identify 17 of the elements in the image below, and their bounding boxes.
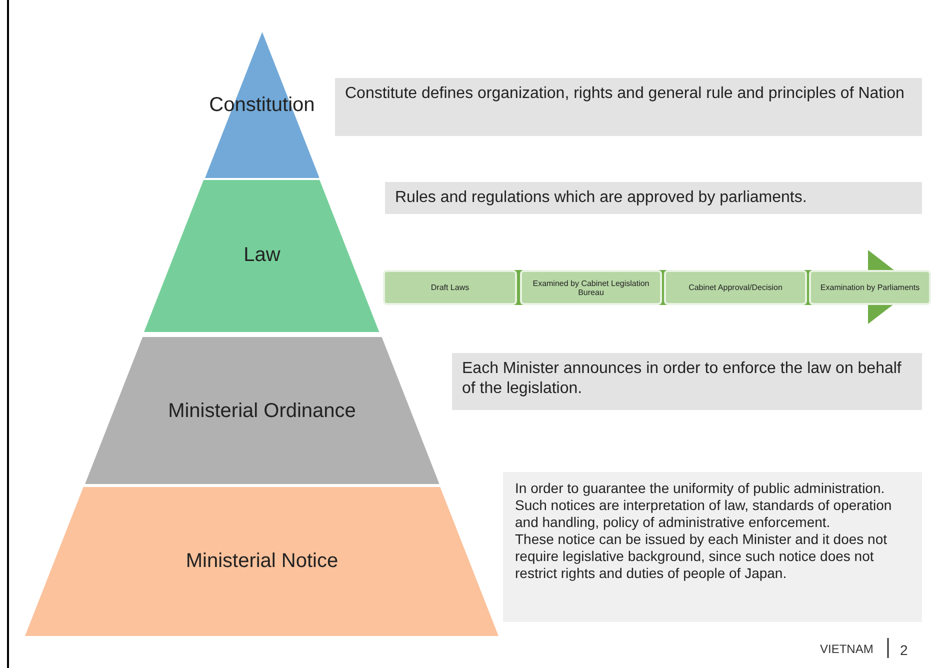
tier-label: Ministerial Notice — [184, 550, 340, 573]
description-text: In order to guarantee the uniformity of public administration. Such notices are interpretation of law, standards of operation and handling, policy of administrative enforcement. — [515, 480, 893, 531]
process-step: Examined by Cabinet Legislation Bureau — [520, 270, 662, 305]
process-step: Examination by Parliaments — [809, 270, 931, 305]
description-box — [335, 78, 922, 136]
footer-text: VIETNAM — [820, 642, 874, 656]
tier-label: Law — [242, 244, 282, 267]
process-step: Draft Laws — [383, 270, 517, 305]
description-text: Rules and regulations which are approved by parliaments. — [395, 188, 808, 208]
description-box — [385, 182, 922, 214]
page-number: 2 — [900, 642, 908, 658]
description-box — [452, 353, 922, 410]
description-text: These notice can be issued by each Minister and it does not require legislative background, since such notice does not restrict rights and duties of people of Japan. — [515, 531, 888, 582]
description-text: Each Minister announces in order to enforce the law on behalf of the legislation. — [462, 359, 902, 399]
description-text: Constitute defines organization, rights and general rule and principles of Nation — [345, 84, 906, 104]
tier-label: Ministerial Ordinance — [167, 400, 357, 423]
process-step: Cabinet Approval/Decision — [664, 270, 807, 305]
